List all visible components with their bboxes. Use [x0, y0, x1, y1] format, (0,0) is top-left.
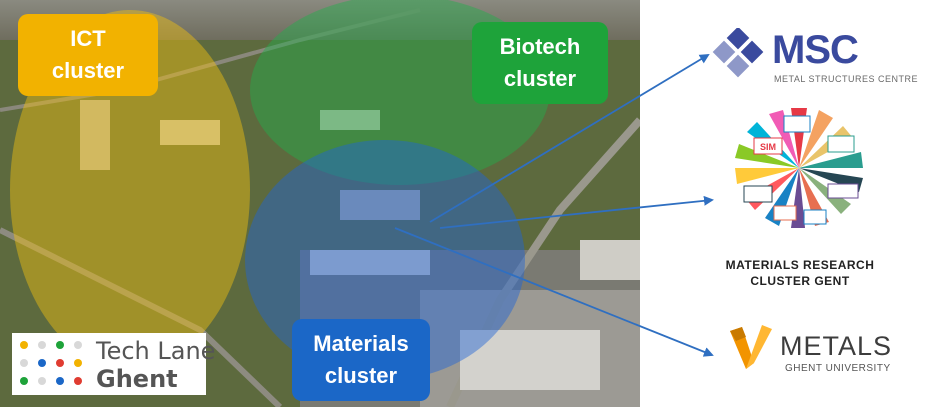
msc-name: MSC [772, 28, 859, 72]
mrc-line1: MATERIALS RESEARCH [725, 258, 875, 272]
tech-lane-ghent-logo: Tech Lane Ghent [12, 333, 215, 395]
materials-research-cluster-logo: SIM MATERIALS RESEARCH CLUSTER GENT [710, 106, 890, 291]
materials-cluster-label: Materials cluster [292, 319, 430, 401]
ict-label-line1: ICT [70, 26, 106, 51]
msc-diamond-icon [712, 28, 764, 78]
metals-m-icon [730, 325, 772, 369]
mrc-starburst-icon: SIM [735, 108, 863, 228]
msc-logo: MSC METAL STRUCTURES CENTRE [712, 24, 918, 90]
mrc-line2: CLUSTER GENT [750, 274, 850, 288]
tech-lane-text: Tech Lane [96, 337, 216, 365]
materials-label-line1: Materials [313, 331, 409, 356]
ict-cluster-label: ICT cluster [18, 14, 158, 96]
msc-subtitle: METAL STRUCTURES CENTRE [774, 74, 919, 84]
biotech-label-line1: Biotech [499, 34, 581, 59]
ghent-text: Ghent [96, 365, 178, 393]
tech-lane-dots-icon [20, 341, 82, 385]
ict-label-line2: cluster [51, 58, 125, 83]
biotech-label-line2: cluster [503, 66, 577, 91]
metals-name: METALS [780, 331, 893, 361]
mrc-sim-badge: SIM [760, 142, 776, 152]
materials-label-line2: cluster [324, 363, 398, 388]
metals-logo: METALS GHENT UNIVERSITY [728, 323, 908, 383]
biotech-cluster-label: Biotech cluster [472, 22, 608, 104]
metals-subtitle: GHENT UNIVERSITY [785, 363, 891, 374]
